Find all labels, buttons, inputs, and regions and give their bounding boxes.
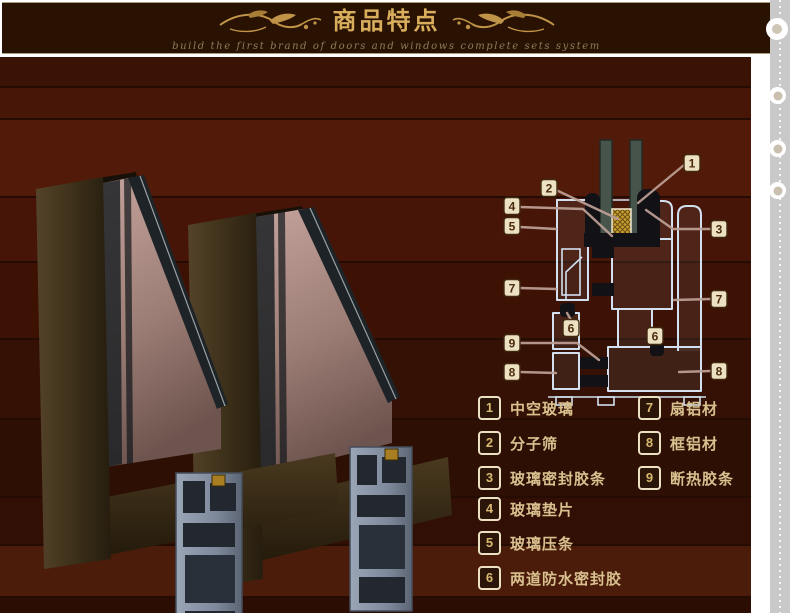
frame-thermal-break-2 [580,375,608,387]
diagram-badge-3: 3 [710,219,728,239]
window-section-back [188,206,452,612]
callout-badges: 1 2 4 5 3 7 7 [503,153,728,382]
legend-badge-8: 8 [638,431,661,455]
legend-label-8: 框铝材 [670,435,719,453]
profile-diagram: 1 2 4 5 3 7 7 [503,139,728,406]
legend-badge-3: 3 [478,466,501,490]
svg-text:2: 2 [546,182,553,196]
svg-text:1: 1 [689,157,696,171]
window-section-front [36,172,339,613]
diagram-badge-8-left: 8 [503,362,521,382]
legend-badge-9: 9 [638,466,661,490]
legend-badge-5: 5 [478,531,501,555]
legend-label-5: 玻璃压条 [510,535,575,553]
header-subtitle: build the first brand of doors and windo… [172,40,601,52]
rail-nav-dot-3[interactable] [769,140,786,157]
legend-item-3: 3 玻璃密封胶条 [478,466,606,490]
legend-item-7: 7 扇铝材 [638,396,718,420]
back-glass-highlight [309,207,397,400]
svg-text:4: 4 [509,200,516,214]
legend-badge-7: 7 [638,396,661,420]
front-glass-edge-diagonal [128,175,228,409]
svg-text:7: 7 [716,293,723,307]
window-photo [36,172,452,613]
legend-badge-4: 4 [478,497,501,521]
back-hardware-gold [384,448,399,461]
legend-item-8: 8 框铝材 [638,431,718,455]
front-cut-profile [175,472,243,613]
rail-nav-dot-4[interactable] [769,182,786,199]
svg-text:3: 3 [716,223,723,237]
back-cut-profile [349,446,413,612]
flourish-right-icon [452,9,555,32]
legend-label-3: 玻璃密封胶条 [510,470,607,488]
rail-nav-dot-2[interactable] [769,87,786,104]
waterproof-seal-2 [650,343,664,356]
svg-text:6: 6 [652,330,659,344]
diagram-badge-8-right: 8 [710,361,728,381]
svg-text:5: 5 [509,220,516,234]
diagram-badge-1: 1 [683,153,701,173]
diagram-badge-9: 9 [503,333,521,353]
legend-badge-1: 1 [478,396,501,420]
sash-thermal-break-1 [592,245,614,258]
glass-seal-right [637,189,660,241]
seals-and-breaks [560,189,664,387]
back-glass-edge-left [256,214,276,477]
content-stage: 1 2 4 5 3 7 7 [0,57,751,613]
svg-text:8: 8 [716,365,723,379]
diagram-badge-5: 5 [503,216,521,236]
glass-setting-block [584,233,660,247]
legend-item-4: 4 玻璃垫片 [478,497,574,521]
legend-label-4: 玻璃垫片 [510,501,575,519]
sash-chamber-profile [611,238,673,310]
header-title-row: 商品特点 [218,7,556,37]
page-title: 商品特点 [332,7,441,35]
frame-leg-profile [677,205,702,351]
back-glass [256,209,392,477]
legend-item-1: 1 中空玻璃 [478,396,574,420]
header-banner: 商品特点 build the first brand of doors and … [2,2,771,54]
diagram-badge-7-right: 7 [710,289,728,309]
svg-text:9: 9 [509,337,516,351]
legend-badge-2: 2 [478,431,501,455]
diagram-badge-2: 2 [540,178,558,198]
legend-label-6: 两道防水密封胶 [510,570,623,588]
leader-lines [518,163,713,375]
waterproof-seal-1 [560,303,575,317]
back-glass-edge-diagonal [298,207,400,403]
front-hardware-gold [211,474,226,487]
svg-text:7: 7 [509,282,516,296]
frame-chamber-profile [552,352,580,390]
diagram-badge-6-left: 6 [562,318,580,338]
front-glass-highlight [139,175,226,407]
rail-nav-dot-1[interactable] [766,18,788,40]
rail-dotted-line [779,0,781,613]
legend-item-6: 6 两道防水密封胶 [478,566,622,590]
diagram-badge-4: 4 [503,196,521,216]
front-glass-edge-inner [124,178,133,464]
frame-thermal-break-1 [580,357,608,369]
back-glass-edge-inner [278,212,287,474]
sash-thermal-break-2 [592,283,614,296]
legend-badge-6: 6 [478,566,501,590]
legend-label-7: 扇铝材 [670,400,719,418]
svg-text:8: 8 [509,366,516,380]
legend-item-2: 2 分子筛 [478,431,558,455]
legend-label-9: 断热胶条 [670,470,735,488]
insulated-glass-unit [599,139,643,243]
legend-item-5: 5 玻璃压条 [478,531,574,555]
diagram-badge-7-left: 7 [503,278,521,298]
legend-label-1: 中空玻璃 [510,400,575,418]
flourish-left-icon [218,9,321,32]
front-glass-edge-left [103,180,122,467]
molecular-sieve-spacer [611,208,632,237]
legend-item-9: 9 断热胶条 [638,466,734,490]
svg-text:6: 6 [568,322,575,336]
front-frame-stile [36,177,111,569]
legend-label-2: 分子筛 [510,435,559,453]
diagram-badge-6-right: 6 [646,326,664,346]
